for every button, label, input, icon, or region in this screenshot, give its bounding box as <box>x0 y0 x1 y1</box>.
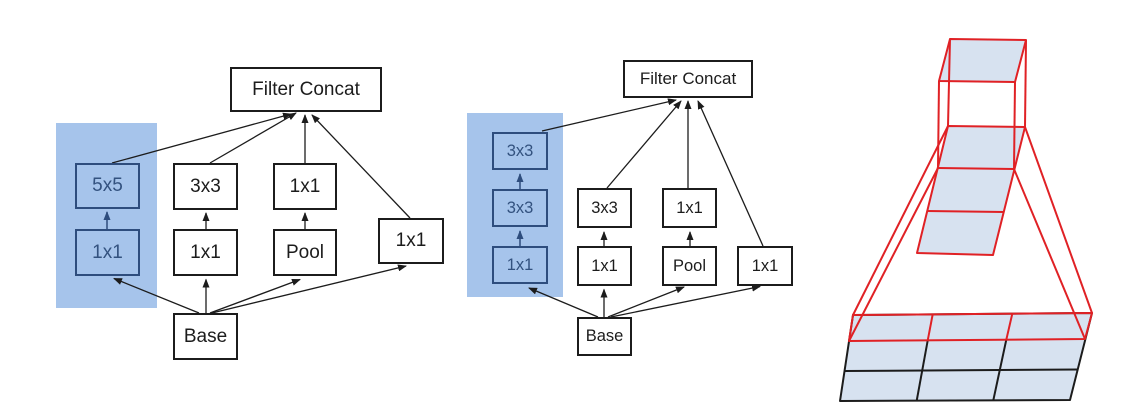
conv-3x3-node: 3x3 <box>173 163 238 210</box>
conv-1x1-node: 1x1 <box>273 163 337 210</box>
input-grid-outline <box>839 312 1093 402</box>
strip-divider-2 <box>926 210 1005 213</box>
intermediate-strip-outline <box>916 125 1026 256</box>
edge-base-to-branch4 <box>610 284 761 318</box>
conv-3x3-node: 3x3 <box>577 188 632 228</box>
box-edge-front-right <box>1024 39 1027 128</box>
grid-col-line-2 <box>992 339 1008 401</box>
base-node: Base <box>173 313 238 360</box>
receptive-field-figure <box>839 38 1093 402</box>
projection-left-outer <box>852 125 949 316</box>
conv-1x1-node: 1x1 <box>492 246 548 284</box>
box-edge-back-left <box>937 80 940 169</box>
projection-right-outer <box>1024 126 1093 314</box>
edge-base-to-pool <box>209 278 301 314</box>
box-edge-back-right <box>1013 81 1016 170</box>
conv-1x1-node: 1x1 <box>577 246 632 286</box>
edge-3x3-to-concat <box>209 112 297 164</box>
strip-divider-1 <box>937 167 1015 170</box>
conv-1x1-node: 1x1 <box>75 229 140 276</box>
box-edge-front-left <box>947 38 951 127</box>
filter-concat-node: Filter Concat <box>230 67 382 112</box>
grid-col-line-1 <box>915 340 929 401</box>
conv-1x1-node: 1x1 <box>737 246 793 286</box>
conv-1x1-node: 1x1 <box>173 229 238 276</box>
pool-node: Pool <box>662 246 717 286</box>
intermediate-strip-fill <box>917 126 1025 255</box>
grid-row-line <box>844 368 1079 372</box>
edge-base-to-pool <box>607 286 685 318</box>
projection-left-inner <box>848 167 939 342</box>
conv-3x3-node: 3x3 <box>492 132 548 170</box>
projection-right-inner <box>1013 168 1086 340</box>
input-row-highlight-outline <box>848 312 1093 342</box>
conv-5x5-node: 5x5 <box>75 163 140 209</box>
edge-3x3-to-concat <box>606 100 682 189</box>
input-grid-fill <box>840 313 1092 401</box>
conv-1x1-node: 1x1 <box>378 218 444 264</box>
highlight-region-left <box>56 123 157 308</box>
output-cell-outline <box>938 38 1027 83</box>
conv-1x1-node: 1x1 <box>662 188 717 228</box>
filter-concat-node: Filter Concat <box>623 60 753 98</box>
pool-node: Pool <box>273 229 337 276</box>
output-cell-fill <box>939 39 1026 82</box>
conv-3x3-node: 3x3 <box>492 189 548 227</box>
row-divider-1 <box>926 314 934 341</box>
row-divider-2 <box>1005 313 1014 340</box>
base-node: Base <box>577 317 632 356</box>
